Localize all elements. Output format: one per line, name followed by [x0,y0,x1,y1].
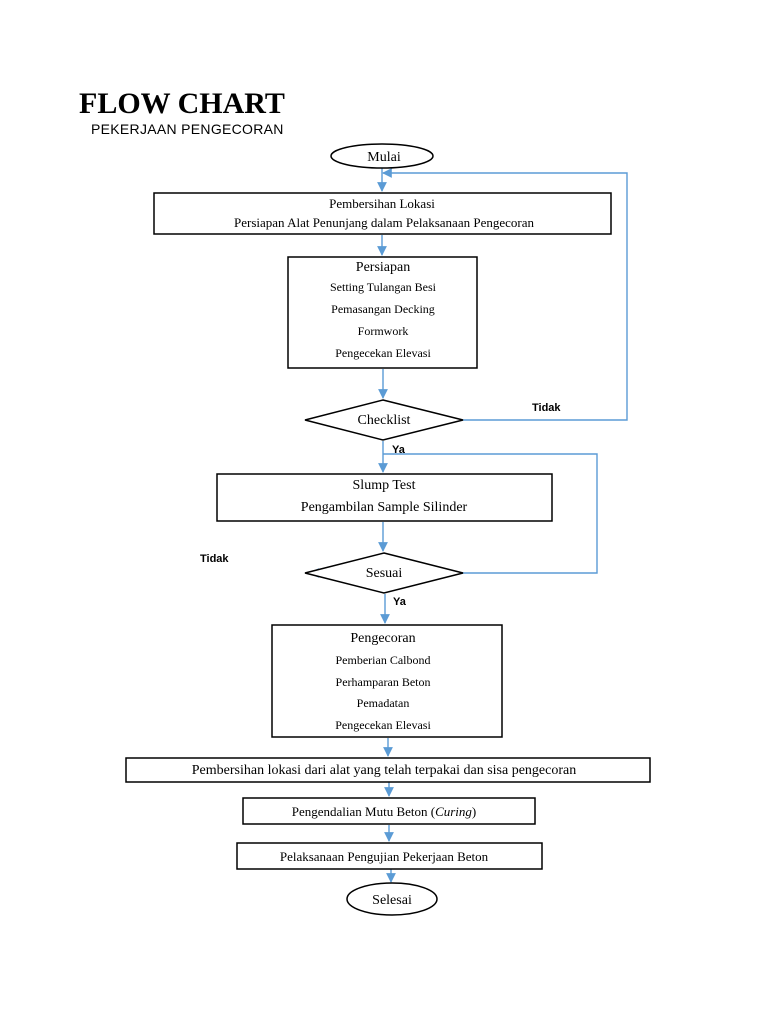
sesuai-no-label: Tidak [200,553,229,565]
quality-label: Pengendalian Mutu Beton (Curing) [292,804,477,819]
cleaning-line-2: Persiapan Alat Penunjang dalam Pelaksana… [234,215,534,230]
slump-line-2: Pengambilan Sample Silinder [301,500,468,515]
start-label: Mulai [367,150,401,165]
quality-label-suffix: ) [472,804,476,819]
page-subtitle: PEKERJAAN PENGECORAN [91,121,284,137]
casting-item: Pemberian Calbond [336,653,431,667]
connector-lines [309,168,628,883]
preparation-item: Formwork [358,324,409,338]
casting-heading: Pengecoran [350,631,415,646]
checklist-label: Checklist [358,413,411,428]
casting-box: Pengecoran Pemberian Calbond Perhamparan… [271,624,503,738]
sesuai-yes-label: Ya [393,596,407,608]
quality-box: Pengendalian Mutu Beton (Curing) [242,797,536,825]
end-label: Selesai [372,893,412,908]
checklist-no-label: Tidak [532,402,561,414]
preparation-item: Setting Tulangan Besi [330,280,437,294]
quality-label-italic: Curing [435,804,472,819]
checklist-yes-label: Ya [392,444,406,456]
casting-item: Pengecekan Elevasi [335,718,431,732]
end-node: Selesai [346,882,438,916]
preparation-heading: Persiapan [356,260,410,275]
sesuai-decision: Sesuai [304,552,464,594]
testing-box: Pelaksanaan Pengujian Pekerjaan Beton [236,842,543,870]
sesuai-label: Sesuai [366,566,403,581]
casting-item: Perhamparan Beton [336,675,431,689]
slump-line-1: Slump Test [353,478,416,493]
cleaning-line-1: Pembersihan Lokasi [329,196,435,211]
preparation-item: Pengecekan Elevasi [335,346,431,360]
final-cleaning-label: Pembersihan lokasi dari alat yang telah … [192,763,576,778]
testing-label: Pelaksanaan Pengujian Pekerjaan Beton [280,849,489,864]
casting-item: Pemadatan [357,696,410,710]
slump-box: Slump Test Pengambilan Sample Silinder [216,473,553,522]
preparation-item: Pemasangan Decking [331,302,435,316]
loop-checklist-no [382,168,628,421]
checklist-decision: Checklist [304,399,464,441]
start-node: Mulai [330,143,434,169]
quality-label-prefix: Pengendalian Mutu Beton ( [292,804,435,819]
preparation-box: Persiapan Setting Tulangan Besi Pemasang… [287,256,478,369]
cleaning-box: Pembersihan Lokasi Persiapan Alat Penunj… [153,192,612,235]
final-cleaning-box: Pembersihan lokasi dari alat yang telah … [125,757,651,783]
page-title: FLOW CHART [79,87,285,120]
